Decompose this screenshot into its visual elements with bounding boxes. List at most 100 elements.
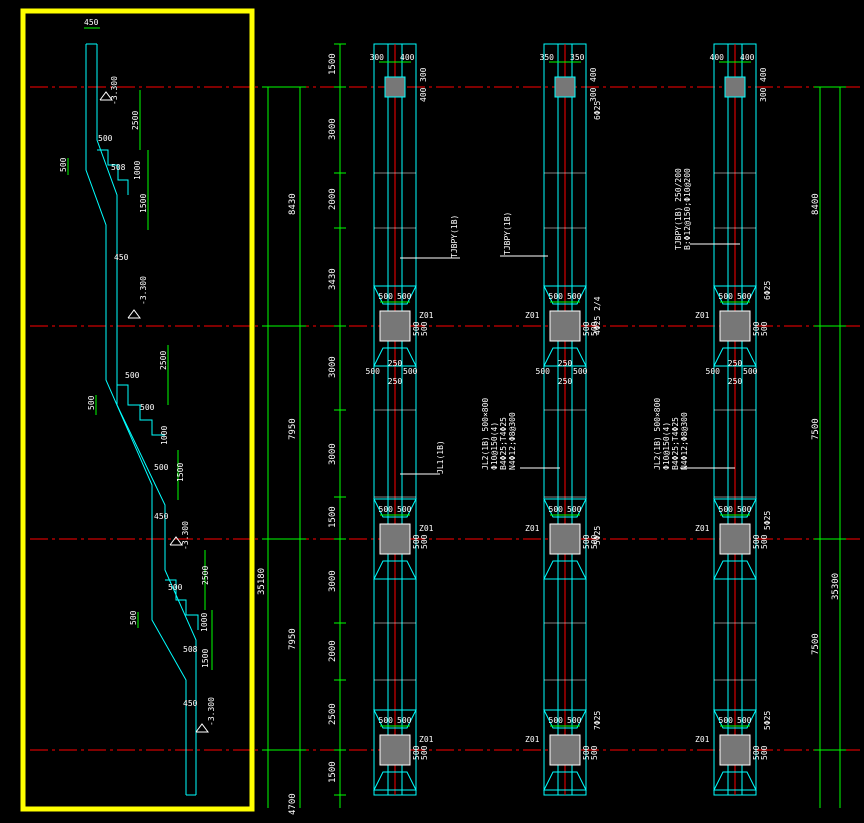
- joint-side-b: 500: [760, 321, 769, 336]
- lbl-side500b: 500: [87, 395, 96, 410]
- axis-lines: [30, 86, 864, 751]
- profile-elevation-marks: [99, 91, 209, 733]
- seg-10: 1500: [328, 761, 338, 783]
- lbl-w450c: 450: [183, 699, 198, 708]
- lbl-d1000a: 1000: [133, 161, 142, 180]
- joint-width-right: 500: [397, 292, 412, 301]
- joint-column: [719, 523, 751, 555]
- beam-label-a: TJBPY(1B) 250/200: [674, 168, 683, 250]
- lbl-elev-2: -3.300: [139, 276, 148, 305]
- lbl-d2500c: 2500: [201, 566, 210, 585]
- joint-side-b: 500: [420, 321, 429, 336]
- joint-tag: Z01: [695, 735, 710, 744]
- lbl-d500e: 500: [168, 583, 183, 592]
- lbl-d1500b: 1500: [176, 463, 185, 482]
- top-width-left: 400: [710, 53, 725, 62]
- beam-spec-line: N4Φ12;Φ8@300: [680, 412, 689, 470]
- joint-taper-bottom: [543, 771, 587, 791]
- lbl-w450a: 450: [114, 253, 129, 262]
- lbl-d508a: 508: [111, 163, 126, 172]
- lbl-d500d: 500: [154, 463, 169, 472]
- joint-side-b: 500: [760, 745, 769, 760]
- top-width-left: 300: [370, 53, 385, 62]
- dim-total: 35180: [257, 568, 267, 595]
- rebar-label: 4Φ25 2/4: [593, 296, 602, 335]
- beam-label-a2: B:Φ12@150;Φ10@200: [683, 168, 692, 250]
- joint-taper-bottom: [373, 771, 417, 791]
- lbl-side500c: 500: [129, 610, 138, 625]
- joint-taper-bottom: [373, 560, 417, 580]
- top-column: [554, 76, 576, 98]
- neck-dim-left: 500: [706, 367, 721, 376]
- top-height-b: 300: [759, 87, 768, 102]
- dim-mid: 7950: [288, 418, 298, 440]
- lbl-d508b: 508: [183, 645, 198, 654]
- top-width-right: 400: [400, 53, 415, 62]
- joint-width-right: 500: [567, 716, 582, 725]
- neck-dim-right: 500: [403, 367, 418, 376]
- rebar-label: 5Φ25: [763, 511, 772, 530]
- dim-lower: 7950: [288, 628, 298, 650]
- joint-taper-bottom: [373, 347, 417, 367]
- lbl-d500a: 500: [98, 134, 113, 143]
- joint-width-right: 500: [737, 505, 752, 514]
- top-column: [724, 76, 746, 98]
- joint-width-left: 500: [719, 505, 734, 514]
- seg-4: 3000: [328, 356, 338, 378]
- joint-taper-top: [373, 498, 417, 518]
- top-height-a: 400: [589, 67, 598, 82]
- joint-width-left: 500: [379, 292, 394, 301]
- joint-column: [719, 310, 751, 342]
- beam-label-b: JL1(1B): [436, 440, 445, 474]
- joint-width-left: 500: [719, 716, 734, 725]
- lbl-d2500b: 2500: [159, 351, 168, 370]
- lbl-d1000b: 1000: [160, 426, 169, 445]
- rdim-upper: 8400: [811, 193, 821, 215]
- joint-side-a: 500: [752, 321, 761, 336]
- joint-side-b: 500: [760, 534, 769, 549]
- lbl-d500c: 500: [140, 403, 155, 412]
- seg-6: 1500: [328, 506, 338, 528]
- joint-tag: Z01: [695, 524, 710, 533]
- joint-side-a: 500: [412, 534, 421, 549]
- joint-taper-bottom: [543, 560, 587, 580]
- joint-taper-top: [713, 709, 757, 729]
- seg-1: 3000: [328, 118, 338, 140]
- joint-column: [549, 734, 581, 766]
- beam-label-a: TJBPY(1B): [503, 212, 512, 255]
- dimension-lines: [262, 43, 846, 808]
- rdim-lower: 7500: [811, 633, 821, 655]
- lbl-elev-3: -3.300: [181, 521, 190, 550]
- joint-taper-top: [543, 709, 587, 729]
- joint-taper-top: [713, 498, 757, 518]
- seg-0: 1500: [328, 53, 338, 75]
- top-height-b: 400: [419, 87, 428, 102]
- beam-spec-line: Φ10@150(4): [662, 422, 671, 470]
- left-dimension-text: 8430 7950 7950 35180 4700 1500 3000 2000…: [257, 53, 338, 815]
- seg-7: 3000: [328, 570, 338, 592]
- joint-width-left: 500: [549, 292, 564, 301]
- joint-column: [379, 523, 411, 555]
- beam-spec-line: Φ10@150(4): [490, 422, 499, 470]
- neck-dim-left: 500: [536, 367, 551, 376]
- neck-dim-top: 250: [558, 359, 573, 368]
- neck-dim-bottom: 250: [558, 377, 573, 386]
- top-height-a: 300: [419, 67, 428, 82]
- joint-side-b: 500: [420, 745, 429, 760]
- joint-column: [549, 523, 581, 555]
- profile-labels: 450 -3.300 2500 500 508 1000 1500 500 45…: [59, 18, 216, 726]
- joint-width-left: 500: [379, 716, 394, 725]
- joint-taper-top: [713, 285, 757, 305]
- lbl-d1000c: 1000: [200, 613, 209, 632]
- joint-taper-bottom: [713, 347, 757, 367]
- joint-column: [379, 310, 411, 342]
- top-height-a: 400: [759, 67, 768, 82]
- rebar-label: 7Φ25: [593, 711, 602, 730]
- lbl-top-width: 450: [84, 18, 99, 27]
- lbl-side500a: 500: [59, 157, 68, 172]
- rebar-label: 6Φ25: [763, 281, 772, 300]
- joint-taper-bottom: [713, 560, 757, 580]
